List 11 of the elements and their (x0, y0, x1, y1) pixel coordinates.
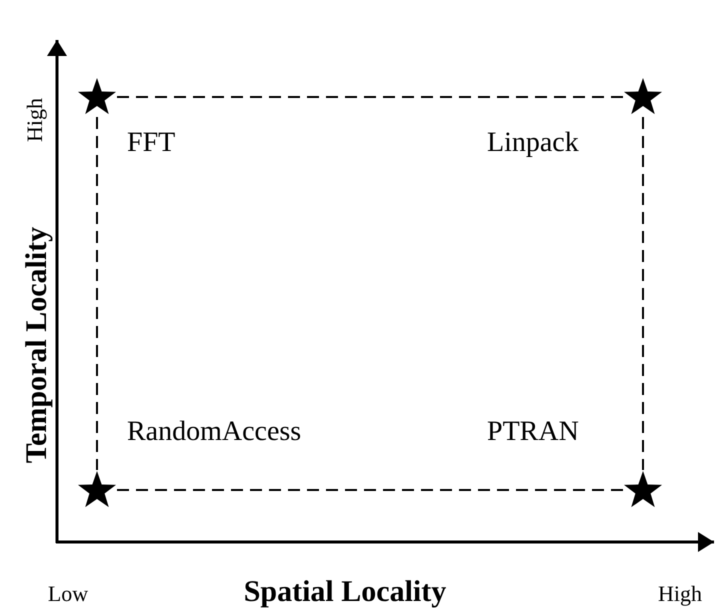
benchmark-label: RandomAccess (127, 417, 302, 447)
axis-tick-label: High (24, 98, 46, 142)
dashed-line (117, 489, 623, 491)
axis-title: Temporal Locality (22, 226, 52, 464)
axis-tick-label: Low (48, 583, 88, 605)
benchmark-label: PTRAN (487, 417, 579, 447)
axis-title: Spatial Locality (244, 577, 446, 607)
dashed-line (117, 96, 623, 98)
benchmark-label: Linpack (487, 128, 579, 158)
benchmark-label: FFT (127, 128, 176, 158)
axis-tick-label: High (658, 583, 702, 605)
